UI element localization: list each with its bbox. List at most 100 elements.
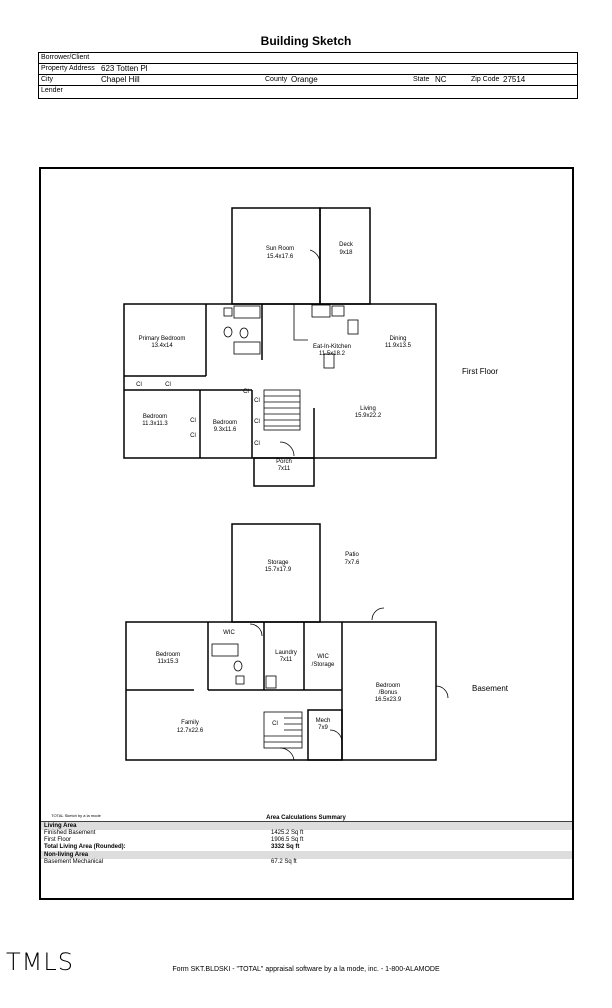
counter-edge [293, 304, 308, 341]
sink [223, 307, 233, 317]
room-dims: 9x18 [339, 250, 353, 256]
city-value: Chapel Hill [101, 75, 140, 84]
closet-label: Cl [254, 398, 260, 404]
door-swing [371, 607, 385, 621]
summary-row-label: First Floor [44, 837, 71, 843]
closet-label: Cl [136, 382, 142, 388]
mech-wall [307, 709, 343, 761]
room-name: Family [181, 720, 199, 726]
tub [211, 643, 239, 657]
room-dims: 11x15.3 [158, 659, 180, 665]
page-title: Building Sketch [260, 34, 352, 48]
summary-row-value: 1425.2 Sq ft [271, 830, 304, 836]
room-name: Storage [267, 560, 289, 566]
sink [235, 675, 245, 685]
first-floor-details [223, 249, 359, 457]
counter [331, 305, 345, 317]
closet-label: Cl [254, 441, 260, 447]
room-dims: 11.9x13.5 [385, 343, 412, 349]
first-floor-labels: Sun Room 15.4x17.6 Deck 9x18 Primary Bed… [136, 242, 498, 472]
living-area-header: Living Area [41, 822, 572, 830]
room-name: Primary Bedroom [139, 336, 186, 342]
closet-label: Cl [272, 721, 278, 727]
county-label: County [265, 76, 288, 83]
fridge [323, 353, 335, 369]
summary-row: Basement Mechanical 67.2 Sq ft [41, 859, 572, 866]
stairs [263, 711, 303, 749]
area-summary: Living Area Finished Basement 1425.2 Sq … [41, 822, 572, 866]
room-name: Bedroom [376, 683, 400, 689]
state-label: State [413, 76, 430, 83]
storage-wall [231, 523, 321, 623]
address-label: Property Address [41, 65, 95, 72]
toilet [239, 327, 249, 339]
tub [233, 341, 261, 355]
room-dims: 7x9 [318, 725, 328, 731]
summary-total-value: 3332 Sq ft [271, 844, 300, 850]
toilet [233, 660, 243, 672]
closet-label: Cl [190, 418, 196, 424]
sketch-frame [39, 167, 574, 900]
room-dims: 7x7.6 [345, 560, 360, 566]
stairs [263, 389, 301, 431]
room-name: Bedroom [156, 652, 180, 658]
door-swing [279, 441, 295, 457]
summary-row-label: Finished Basement [44, 830, 96, 836]
first-floor-outline [123, 303, 437, 459]
tub [233, 305, 261, 319]
summary-row: First Floor 1906.5 Sq ft [41, 837, 572, 844]
room-name: Deck [339, 242, 354, 248]
toilet [223, 326, 233, 338]
state-value: NC [435, 75, 447, 84]
form-footer: Form SKT.BLDSKI - "TOTAL" appraisal soft… [172, 966, 440, 973]
closet-label: Cl [165, 382, 171, 388]
room-name: Eat-In-Kitchen [313, 344, 351, 350]
kitchen-sink [311, 304, 331, 318]
room-dims: 7x11 [280, 657, 293, 663]
deck-wall [319, 207, 371, 305]
address-value: 623 Totten Pl [101, 64, 148, 73]
city-row: City Chapel Hill County Orange State NC … [39, 75, 577, 86]
address-row: Property Address 623 Totten Pl [39, 64, 577, 75]
summary-row-value: 67.2 Sq ft [271, 859, 297, 865]
zip-value: 27514 [503, 75, 526, 84]
washer [265, 675, 277, 689]
room-dims: 15.4x17.6 [267, 254, 294, 260]
room-dims: 12.7x22.6 [177, 728, 204, 734]
basement-labels: Storage 15.7x17.9 Patio 7x7.6 Bedroom 11… [156, 552, 509, 734]
door-swing [279, 747, 295, 761]
floor-label: First Floor [462, 367, 498, 376]
summary-total-row: Total Living Area (Rounded): 3332 Sq ft [41, 844, 572, 851]
room-dims: 11.3x11.3 [142, 421, 168, 427]
room-dims: /Storage [312, 662, 335, 668]
summary-row-label: Basement Mechanical [44, 859, 104, 865]
first-floor-walls [123, 207, 437, 487]
tmls-logo: TMLS [6, 948, 74, 976]
room-dims: 13.4x14 [151, 343, 173, 349]
room-name: Living [360, 406, 376, 412]
room-dims: /Bonus [379, 690, 398, 696]
room-dims: 15.7x17.9 [265, 567, 292, 573]
room-name: Laundry [275, 650, 297, 656]
room-name: WIC [223, 630, 235, 636]
lender-label: Lender [41, 87, 63, 94]
basement-details [211, 607, 449, 761]
range [347, 319, 359, 335]
room-dims: 7x11 [278, 466, 291, 472]
room-name: Bedroom [143, 414, 167, 420]
door-swing [309, 249, 321, 265]
software-note: TOTAL Sketch by a la mode [51, 813, 102, 818]
room-name: Mech [316, 718, 331, 724]
room-name: WIC [317, 654, 329, 660]
room-dims: 11.5x18.2 [319, 351, 346, 357]
nonliving-area-header: Non-living Area [41, 851, 572, 859]
floor-label: Basement [472, 684, 509, 693]
room-name: Sun Room [266, 246, 294, 252]
room-name: Porch [276, 459, 292, 465]
room-name: Patio [345, 552, 359, 558]
door-swing [249, 623, 263, 637]
zip-label: Zip Code [471, 76, 500, 83]
room-dims: 9.3x11.6 [214, 427, 237, 433]
door-swing [435, 685, 449, 699]
door-swing [329, 729, 343, 743]
